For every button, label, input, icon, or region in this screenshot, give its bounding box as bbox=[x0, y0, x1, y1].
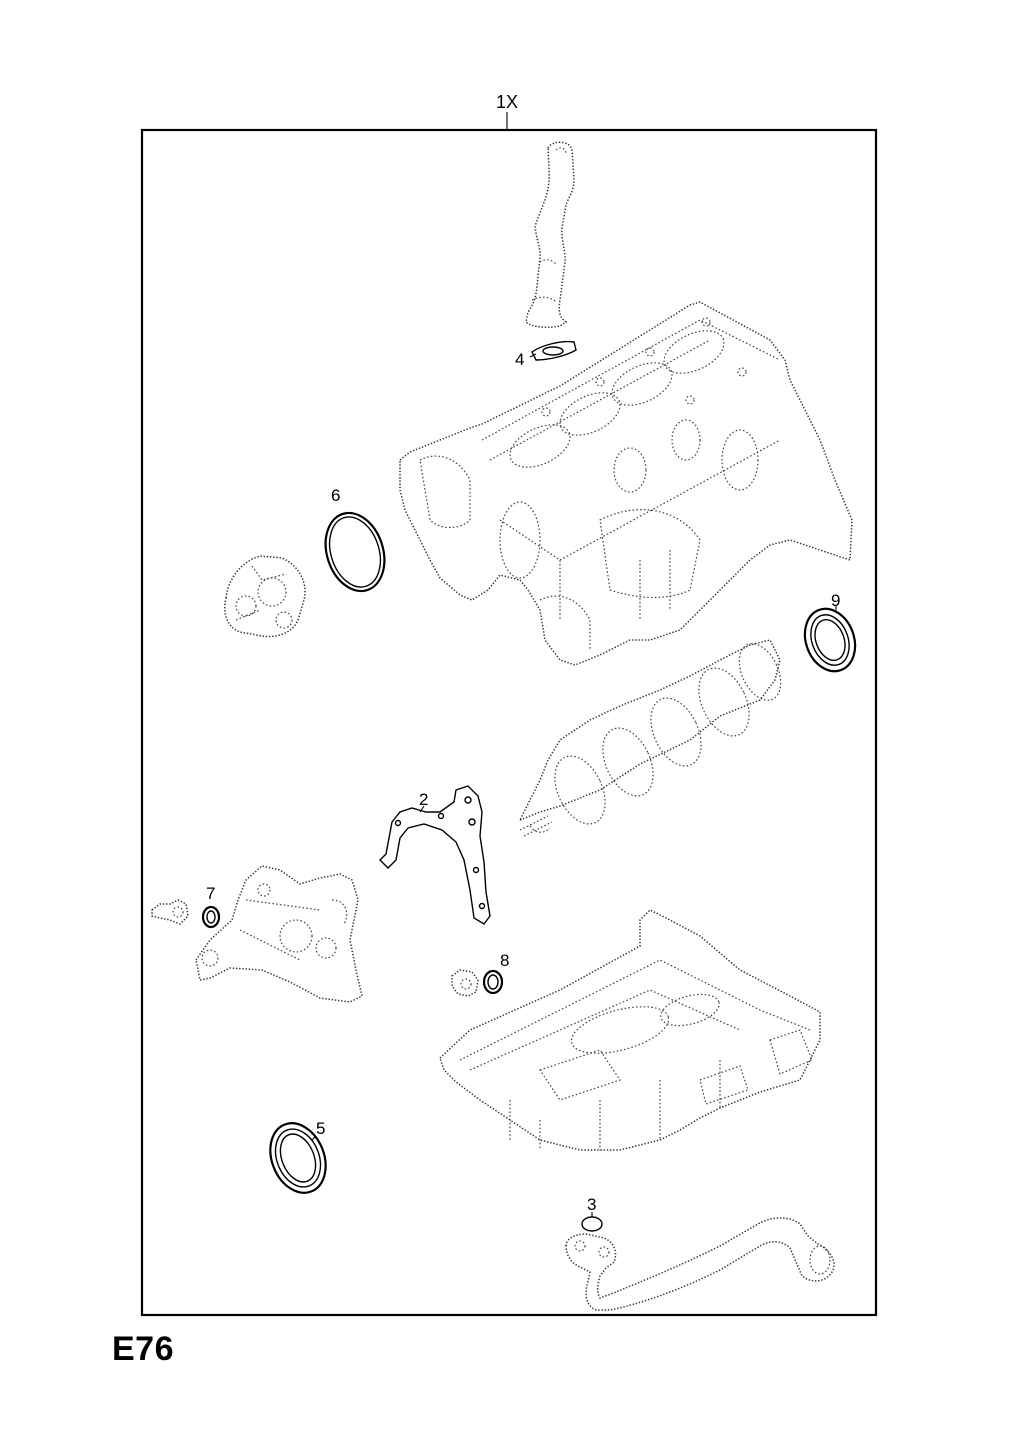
callout-5: 5 bbox=[316, 1119, 325, 1138]
callout-3: 3 bbox=[587, 1195, 596, 1214]
callout-7: 7 bbox=[206, 884, 215, 903]
gasket-4 bbox=[529, 340, 577, 361]
callout-9: 9 bbox=[831, 591, 840, 610]
callout-2: 2 bbox=[419, 790, 428, 809]
drain-bolt-illustration bbox=[151, 899, 189, 925]
breather-pipe-illustration bbox=[525, 141, 575, 328]
engine-block-illustration bbox=[399, 301, 853, 666]
thermostat-housing-illustration bbox=[224, 555, 306, 638]
washer-7 bbox=[201, 905, 221, 929]
seal-5 bbox=[269, 1122, 327, 1194]
kit-frame bbox=[140, 128, 878, 1317]
kit-label: 1X bbox=[496, 92, 518, 112]
callout-4: 4 bbox=[515, 350, 524, 369]
oil-pump-illustration bbox=[195, 865, 363, 1003]
ring-6 bbox=[324, 511, 386, 593]
seal-9 bbox=[803, 605, 857, 673]
callout-8: 8 bbox=[500, 951, 509, 970]
gasket-2 bbox=[379, 785, 491, 925]
callout-6: 6 bbox=[331, 486, 340, 505]
oil-plug-illustration bbox=[451, 969, 479, 997]
crankshaft-illustration bbox=[518, 639, 782, 837]
oil-pan-illustration bbox=[439, 909, 821, 1151]
oil-pickup-pipe-illustration bbox=[565, 1217, 835, 1311]
washer-8 bbox=[482, 969, 504, 995]
o-ring-3 bbox=[581, 1212, 603, 1232]
page-code: E76 bbox=[112, 1330, 174, 1368]
